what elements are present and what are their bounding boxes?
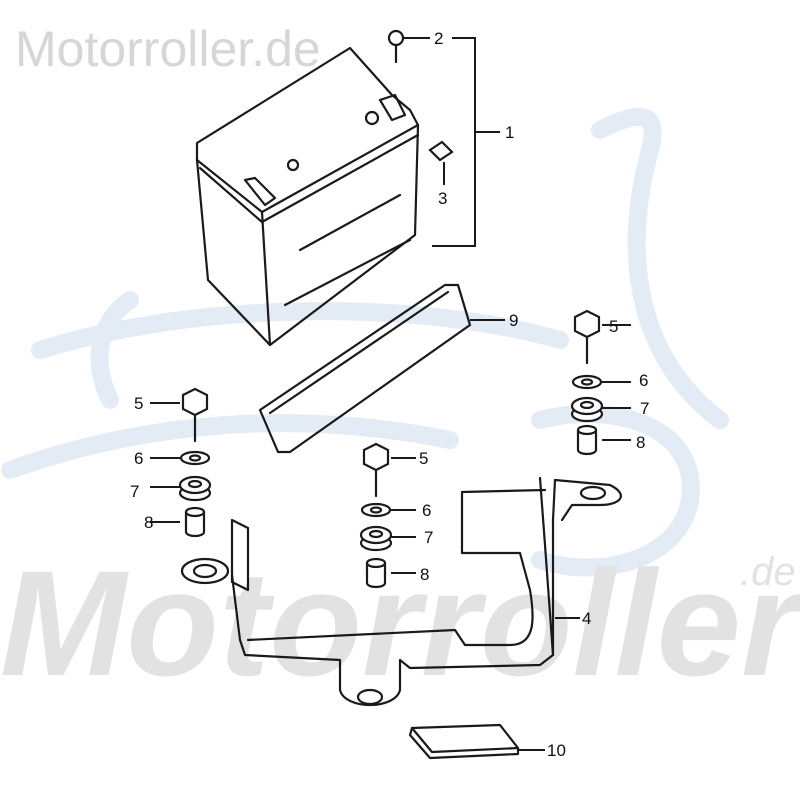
callout-3: 3: [438, 189, 447, 208]
washer-hole-center: [369, 506, 383, 514]
battery: [195, 46, 420, 347]
watermark-suffix: .de: [740, 550, 796, 594]
assembly-bracket-line: [432, 37, 500, 247]
rubber-hole-left: [187, 479, 203, 489]
callout-10: 10: [547, 741, 566, 760]
callout-7-left: 7: [130, 482, 139, 501]
watermark-top: Motorroller.de: [15, 21, 321, 77]
washer-left: [179, 450, 211, 466]
collar-right: [576, 430, 598, 456]
callout-8-center: 8: [420, 565, 429, 584]
pad: [408, 723, 545, 760]
washer-center: [360, 502, 392, 518]
callout-7-right: 7: [640, 399, 649, 418]
rubber-top-left: [178, 475, 212, 495]
callout-7-center: 7: [424, 528, 433, 547]
callout-8-right: 8: [636, 433, 645, 452]
collar-left: [184, 512, 206, 538]
callout-4: 4: [582, 609, 591, 628]
watermark-logo: [1, 108, 729, 577]
callout-6-center: 6: [422, 501, 431, 520]
battery-tray-bracket: [180, 476, 622, 707]
washer-hole-right: [580, 378, 594, 386]
washer-hole-left: [188, 454, 202, 462]
collar-top-right: [576, 424, 598, 436]
callout-6-right: 6: [639, 371, 648, 390]
callout-5-right: 5: [609, 317, 618, 336]
callout-9: 9: [509, 311, 518, 330]
washer-right: [571, 374, 603, 390]
callout-5-center: 5: [419, 449, 428, 468]
collar-top-center: [365, 557, 387, 569]
callout-8-left: 8: [144, 513, 153, 532]
nut: [428, 140, 454, 162]
screw: [387, 29, 405, 64]
bolt-head-left: [181, 387, 209, 417]
rubber-top-right: [570, 396, 604, 416]
bolt-head-center: [362, 442, 390, 472]
collar-center: [365, 563, 387, 589]
bolt-head-right: [573, 309, 601, 339]
callout-5-left: 5: [134, 394, 143, 413]
rubber-hole-center: [368, 529, 384, 539]
callout-6-left: 6: [134, 449, 143, 468]
callout-1: 1: [505, 123, 514, 142]
strap: [258, 283, 505, 454]
callout-2: 2: [434, 29, 443, 48]
rubber-top-center: [359, 525, 393, 545]
rubber-hole-right: [579, 400, 595, 410]
collar-top-left: [184, 506, 206, 518]
